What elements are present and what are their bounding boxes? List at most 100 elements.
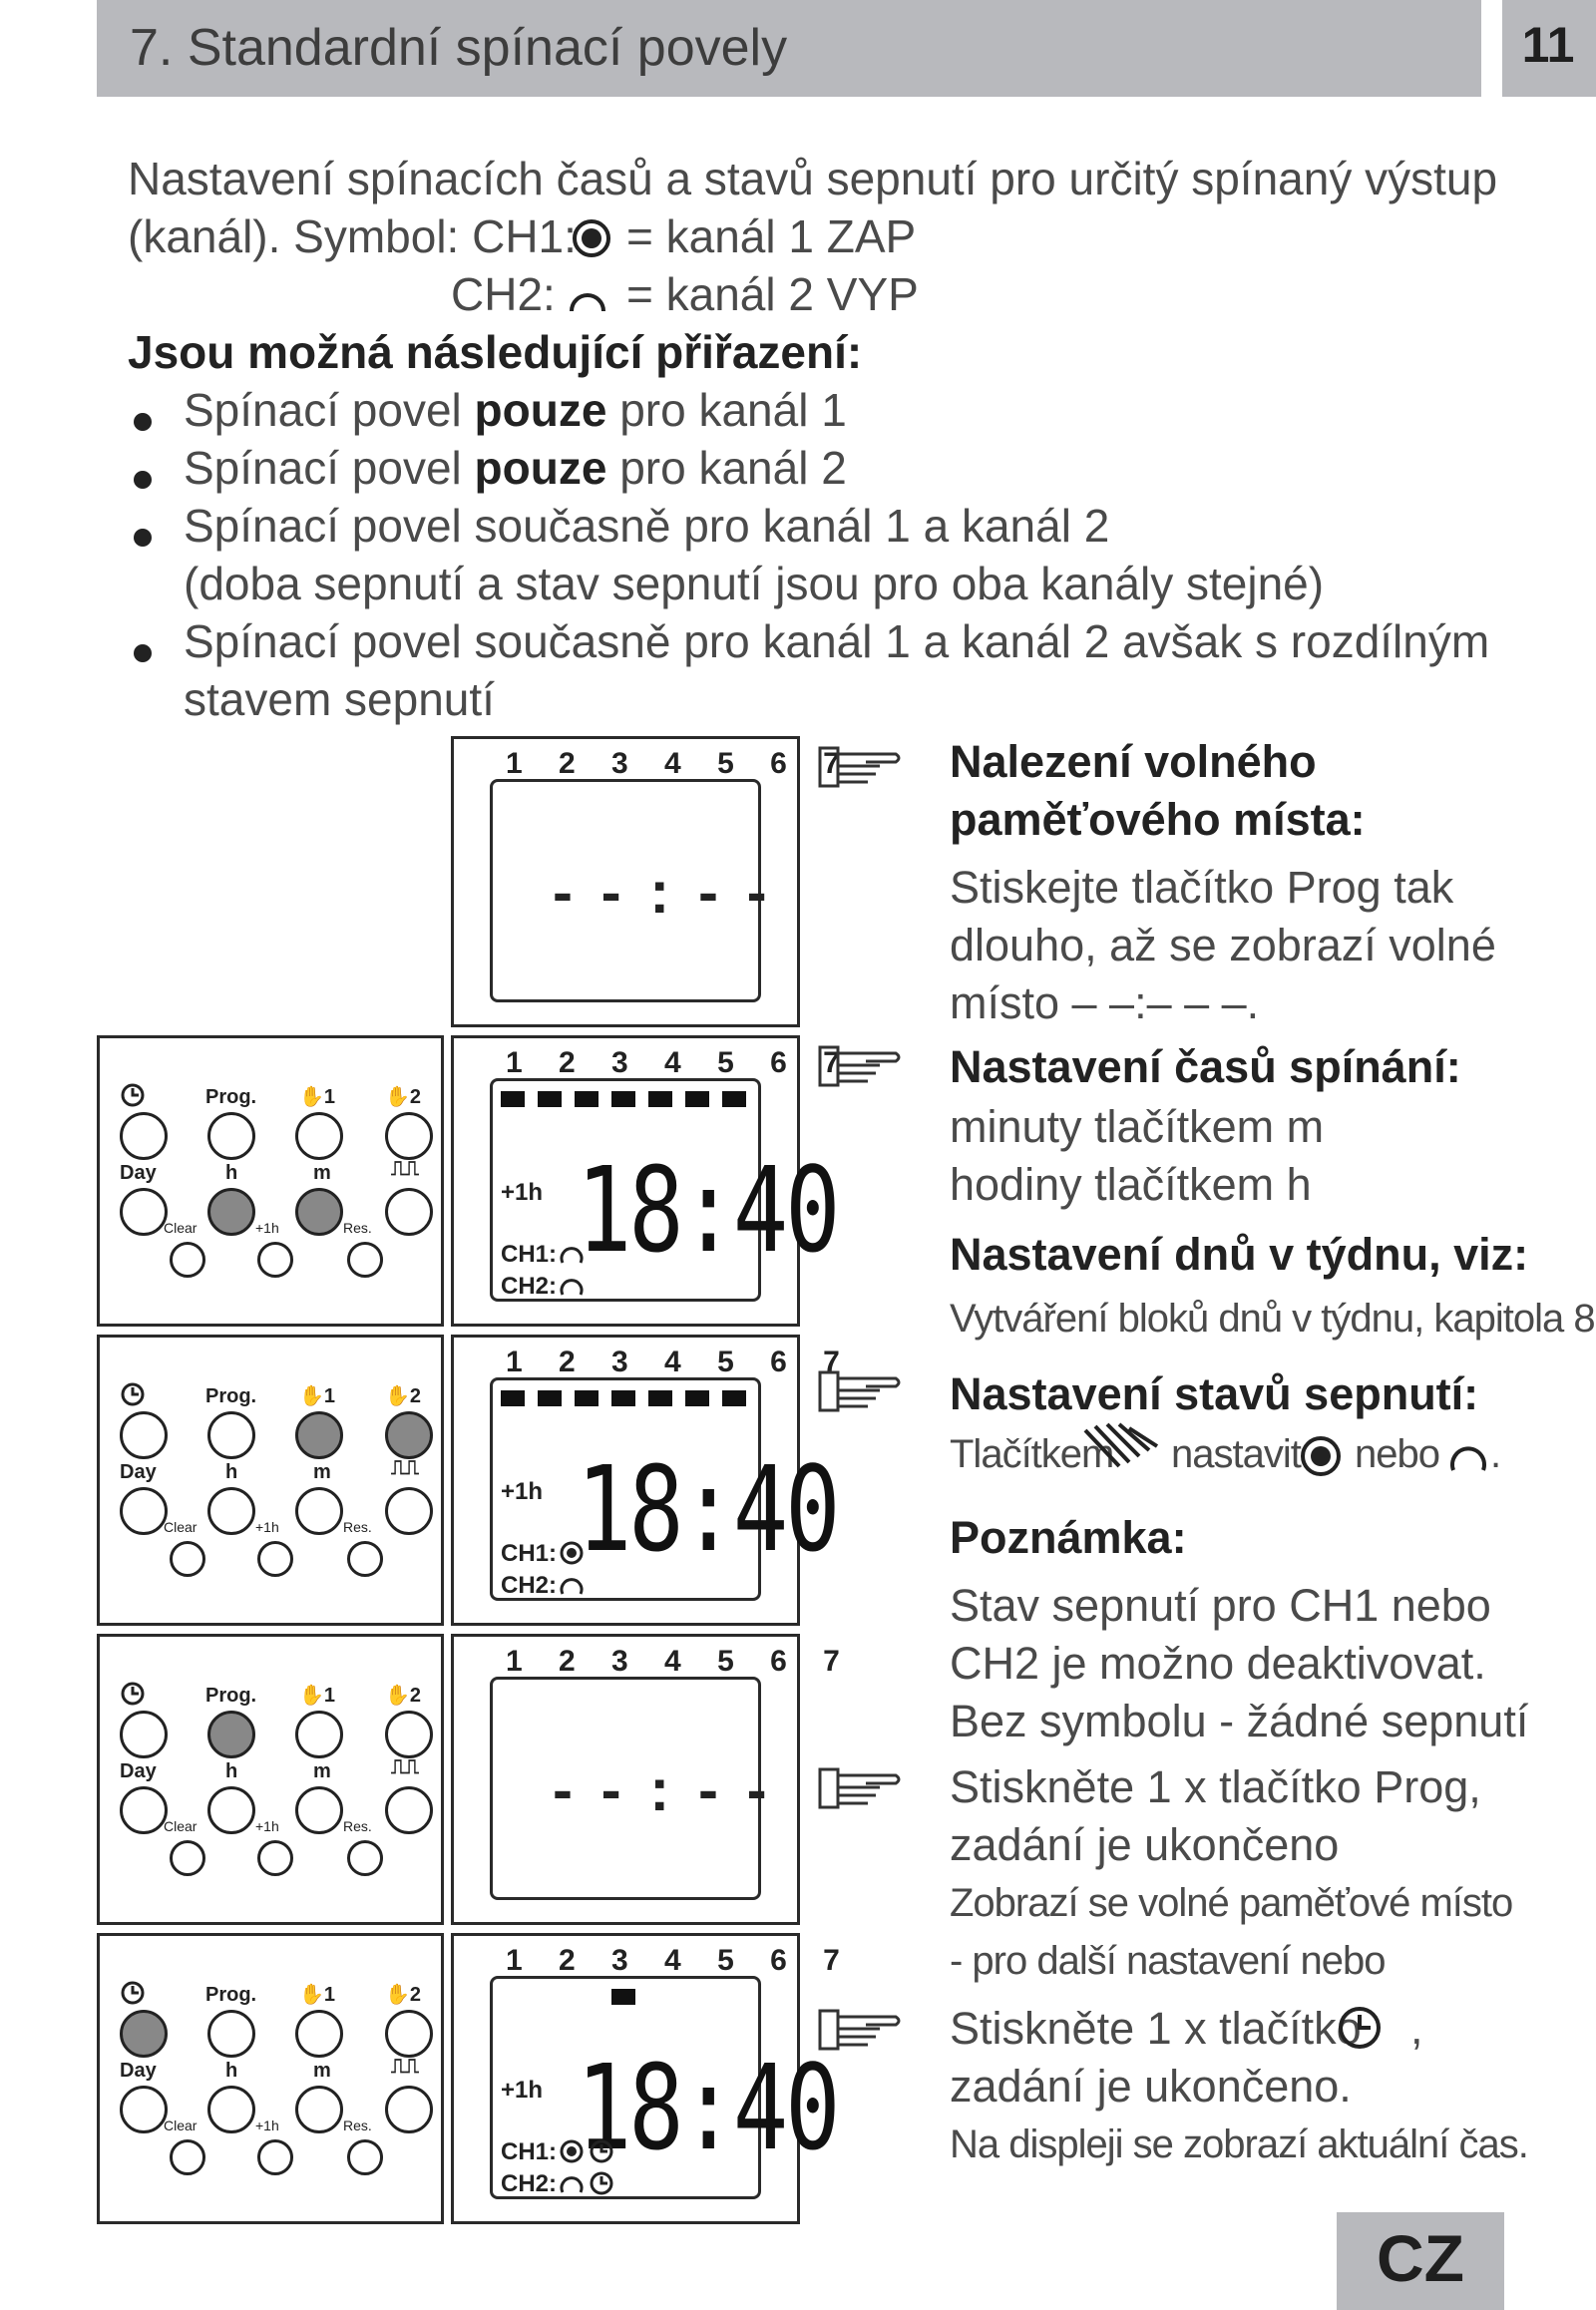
h-label: h [225, 2060, 238, 2082]
text-line: nastavit [1171, 1432, 1302, 1476]
reset-button[interactable] [347, 1840, 383, 1876]
pulse-button[interactable] [385, 2086, 433, 2133]
day-segment [648, 1091, 672, 1107]
page-title: 7. Standardní spínací povely [130, 19, 788, 77]
manual-ch1-button[interactable] [295, 2010, 343, 2058]
intro-line-3a: CH2: [451, 268, 556, 320]
m-button[interactable] [295, 1786, 343, 1834]
weekday-numbers: 1 2 3 4 5 6 7 [506, 1046, 854, 1079]
plus1h-indicator: +1h [501, 1179, 544, 1206]
manual-ch2-button[interactable] [385, 1711, 433, 1758]
language-label: CZ [1377, 2221, 1464, 2295]
plus1h-indicator: +1h [501, 1478, 544, 1505]
assignments-heading: Jsou možná následující přiřazení: [128, 326, 863, 378]
plus1h-button[interactable] [257, 1541, 293, 1577]
text-line: zadání je ukončeno. [950, 2061, 1352, 2112]
manual-ch2-button[interactable] [385, 1411, 433, 1459]
ch1-status: CH1: [501, 2138, 558, 2165]
bullet-item: Spínací povel pouze pro kanál 1 [184, 384, 847, 436]
day-segment [685, 1390, 709, 1406]
pulse-icon: ⎍⎍ [391, 1457, 419, 1479]
h-button[interactable] [207, 1188, 255, 1236]
day-segment [611, 1091, 635, 1107]
manual-ch2-button[interactable] [385, 1112, 433, 1160]
text-line: - pro další nastavení nebo [950, 1939, 1387, 1983]
text-line: CH2 je možno deaktivovat. [950, 1638, 1486, 1689]
text-line: Stiskněte 1 x tlačítko Prog, [950, 1761, 1481, 1812]
h-button[interactable] [207, 1786, 255, 1834]
manual-ch1-button[interactable] [295, 1411, 343, 1459]
channel-on-icon [560, 1541, 584, 1565]
pulse-icon: ⎍⎍ [391, 2056, 419, 2078]
day-button[interactable] [120, 2086, 168, 2133]
clock-icon [590, 2171, 613, 2195]
m-button[interactable] [295, 1487, 343, 1535]
manual-ch1-button[interactable] [295, 1112, 343, 1160]
day-segment [722, 1390, 746, 1406]
h-button[interactable] [207, 2086, 255, 2133]
day-button[interactable] [120, 1188, 168, 1236]
clear-button[interactable] [170, 1541, 205, 1577]
channel-off-icon [560, 1279, 584, 1296]
prog-button[interactable] [207, 1711, 255, 1758]
heading-switch-states: Nastavení stavů sepnutí: [950, 1368, 1479, 1419]
day-segment [575, 1390, 598, 1406]
clock-button[interactable] [120, 1411, 168, 1459]
clock-button[interactable] [120, 1711, 168, 1758]
pulse-button[interactable] [385, 1188, 433, 1236]
clear-button[interactable] [170, 2139, 205, 2175]
text-line: Stiskejte tlačítko Prog tak [950, 862, 1454, 913]
day-button[interactable] [120, 1487, 168, 1535]
plus1h-button[interactable] [257, 1242, 293, 1278]
plus1h-indicator: +1h [501, 2077, 544, 2104]
day-button[interactable] [120, 1786, 168, 1834]
text-line: Stiskněte 1 x tlačítko [950, 2003, 1362, 2054]
manual-ch2-label: ✋2 [385, 1984, 422, 2006]
clock-icon [590, 2139, 613, 2163]
plus1h-label: +1h [255, 2118, 279, 2133]
channel-off-icon [1450, 1446, 1486, 1471]
prog-button[interactable] [207, 1112, 255, 1160]
m-button[interactable] [295, 2086, 343, 2133]
m-label: m [313, 1162, 331, 1184]
manual-ch2-label: ✋2 [385, 1685, 422, 1707]
plus1h-button[interactable] [257, 1840, 293, 1876]
h-button[interactable] [207, 1487, 255, 1535]
reset-button[interactable] [347, 1242, 383, 1278]
header-bar [97, 0, 1481, 97]
m-button[interactable] [295, 1188, 343, 1236]
clear-button[interactable] [170, 1840, 205, 1876]
pointing-hand-icon [818, 1045, 901, 1087]
manual-ch1-button[interactable] [295, 1711, 343, 1758]
manual-ch2-label: ✋2 [385, 1385, 422, 1407]
m-label: m [313, 1760, 331, 1782]
text-line: Na displeji se zobrazí aktuální čas. [950, 2122, 1529, 2166]
h-label: h [225, 1760, 238, 1782]
pulse-button[interactable] [385, 1786, 433, 1834]
pulse-button[interactable] [385, 1487, 433, 1535]
manual-ch1-label: ✋1 [299, 1685, 336, 1707]
intro-line-3b: = kanál 2 VYP [626, 268, 919, 320]
prog-button[interactable] [207, 1411, 255, 1459]
time-display: 18:40 [577, 1440, 841, 1578]
lcd-screen: +1h 18:40 CH1: CH2: [490, 1976, 841, 2199]
text-line: Tlačítkem [950, 1432, 1114, 1476]
reset-button[interactable] [347, 1541, 383, 1577]
weekday-numbers: 1 2 3 4 5 6 7 [506, 1645, 854, 1678]
lcd-screen: +1h 18:40 CH1: CH2: [490, 1078, 841, 1302]
clock-icon [121, 1682, 145, 1706]
prog-button[interactable] [207, 2010, 255, 2058]
clear-label: Clear [164, 1220, 198, 1236]
reset-button[interactable] [347, 2139, 383, 2175]
text-line: Zobrazí se volné paměťové místo [950, 1881, 1513, 1925]
res-label: Res. [343, 2118, 372, 2133]
intro-line-2b: = kanál 1 ZAP [626, 210, 917, 262]
manual-ch2-button[interactable] [385, 2010, 433, 2058]
clock-button[interactable] [120, 2010, 168, 2058]
plus1h-button[interactable] [257, 2139, 293, 2175]
pointing-hand-icon [818, 1370, 901, 1412]
clock-button[interactable] [120, 1112, 168, 1160]
plus1h-label: +1h [255, 1519, 279, 1535]
text-line: zadání je ukončeno [950, 1819, 1340, 1870]
clear-button[interactable] [170, 1242, 205, 1278]
